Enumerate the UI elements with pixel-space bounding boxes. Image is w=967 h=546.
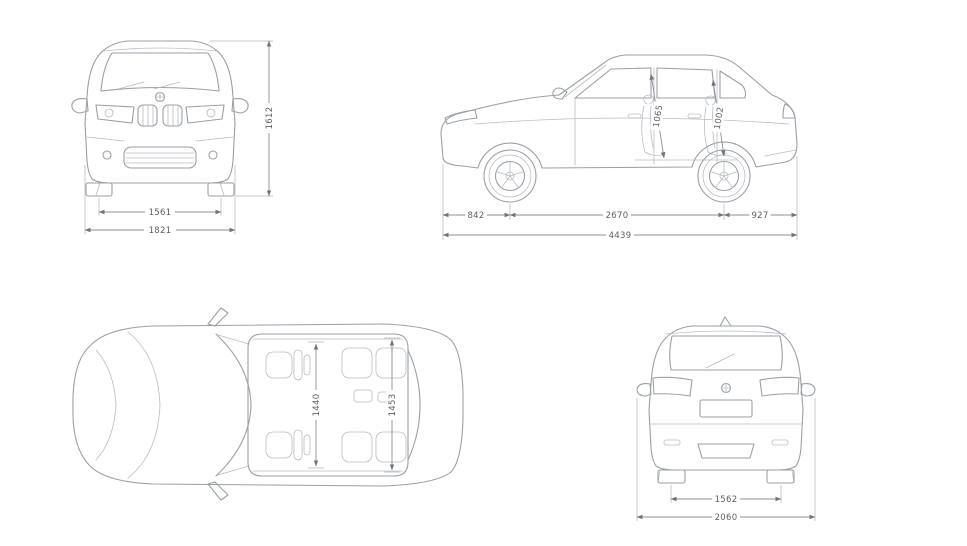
dim-front-width: 1821 <box>84 165 236 236</box>
side-rear-headroom-label: 1002 <box>713 106 726 130</box>
front-headlight-right <box>185 104 225 124</box>
side-rear-wheel <box>697 149 751 203</box>
front-car-drawing <box>71 40 249 197</box>
top-roof-rails <box>252 338 404 472</box>
side-character-line <box>474 117 790 125</box>
top-mirror-left <box>207 307 229 327</box>
side-door-handle-rear <box>687 113 702 119</box>
dim-rear-width: 2060 <box>636 398 816 523</box>
top-windshield-arc <box>215 333 252 477</box>
dim-side-front-headroom: 1065 <box>649 73 666 159</box>
side-rear-window <box>656 67 716 99</box>
top-hood-contour <box>127 331 161 479</box>
side-mirror <box>552 87 568 100</box>
rear-body-outline <box>648 325 804 471</box>
dim-side-front-overhang: 842 <box>442 209 511 221</box>
rear-wheel-right <box>766 469 795 484</box>
dim-front-track: 1561 <box>98 198 222 218</box>
dim-front-height: 1612 <box>210 40 275 197</box>
side-door-seams <box>574 67 718 166</box>
rear-roundel-cross <box>721 383 731 393</box>
front-wheel-left <box>85 182 113 197</box>
top-rear-width-label: 1453 <box>388 394 398 417</box>
front-bumper-creases <box>86 136 234 142</box>
dim-top-rear-width: 1453 <box>384 337 400 473</box>
front-width-label: 1821 <box>149 226 172 236</box>
side-quarter-window <box>719 70 747 99</box>
side-body-outline <box>440 54 798 169</box>
top-a-pillars <box>217 334 250 476</box>
front-lower-edges <box>95 182 225 196</box>
side-view: 1065 1002 842 2670 927 <box>440 54 798 241</box>
top-view: 1440 1453 <box>72 307 464 501</box>
side-headlight <box>444 109 478 125</box>
top-front-edge-line <box>95 349 117 461</box>
rear-wiper <box>705 353 735 369</box>
side-front-headroom-label: 1065 <box>652 104 665 128</box>
side-car-drawing <box>440 54 798 203</box>
side-windshield-line <box>564 64 607 98</box>
side-front-wheel <box>483 149 537 203</box>
dim-top-front-width: 1440 <box>308 341 324 469</box>
side-front-window <box>574 67 652 99</box>
front-foglight-right <box>208 150 218 160</box>
side-front-overhang-label: 842 <box>467 211 484 221</box>
rear-taillight-left <box>652 376 693 397</box>
top-front-seats <box>265 349 311 461</box>
dim-side-wheelbase: 2670 <box>509 209 725 221</box>
rear-mirror-left <box>636 383 652 397</box>
front-windshield <box>100 52 220 92</box>
rear-wheel-left <box>657 469 686 484</box>
front-roofline <box>103 47 217 52</box>
rear-width-label: 2060 <box>715 513 738 523</box>
side-length-label: 4439 <box>609 231 632 241</box>
rear-window <box>669 335 783 371</box>
dim-side-rear-headroom: 1002 <box>710 79 726 157</box>
front-lower-intake <box>123 146 197 169</box>
top-rear-window-arc <box>407 349 421 461</box>
rear-reflector-right <box>771 439 789 446</box>
top-body-outline <box>72 323 464 487</box>
dim-side-extensions <box>442 156 798 240</box>
dim-rear-track: 1562 <box>670 485 782 505</box>
top-roof-outline <box>247 333 409 477</box>
front-height-label: 1612 <box>265 107 275 130</box>
side-door-handle-front <box>627 113 642 119</box>
front-track-label: 1561 <box>149 208 172 218</box>
front-mirror-right <box>231 98 249 114</box>
rear-view: 1562 2060 <box>636 316 816 523</box>
rear-lower-trim <box>697 443 755 459</box>
front-wipers <box>117 81 181 90</box>
dim-side-rear-overhang: 927 <box>723 209 798 221</box>
front-kidney-grille-left <box>137 104 158 127</box>
top-front-width-label: 1440 <box>312 394 322 417</box>
dim-side-length: 4439 <box>442 229 798 241</box>
front-headlight-right-lens <box>206 108 216 118</box>
side-rear-overhang-label: 927 <box>751 211 768 221</box>
top-car-drawing <box>72 307 464 501</box>
rear-taillight-right <box>759 376 800 397</box>
front-headlight-left <box>95 104 135 124</box>
side-rear-bumper-line <box>764 149 797 157</box>
rear-mirror-right <box>800 383 816 397</box>
front-foglight-left <box>102 150 112 160</box>
front-view: 1561 1821 1612 <box>71 40 275 236</box>
front-wheel-right <box>207 182 235 197</box>
front-kidney-grille-right <box>162 104 183 127</box>
side-wheelbase-label: 2670 <box>606 211 629 221</box>
front-mirror-left <box>71 98 89 114</box>
rear-lower-edges <box>657 469 795 484</box>
side-taillight <box>782 103 796 119</box>
rear-spoiler-line <box>665 330 787 335</box>
front-intake-slats <box>125 152 195 164</box>
rear-license-plate <box>699 399 753 418</box>
front-grille-slats <box>142 105 179 127</box>
rear-antenna-fin <box>719 316 732 327</box>
rear-reflector-left <box>663 439 681 446</box>
rear-car-drawing <box>636 316 816 484</box>
front-headlight-left-lens <box>104 108 114 118</box>
front-roundel-cross <box>155 92 165 102</box>
top-mirror-right <box>207 481 229 501</box>
rear-track-label: 1562 <box>715 495 738 505</box>
